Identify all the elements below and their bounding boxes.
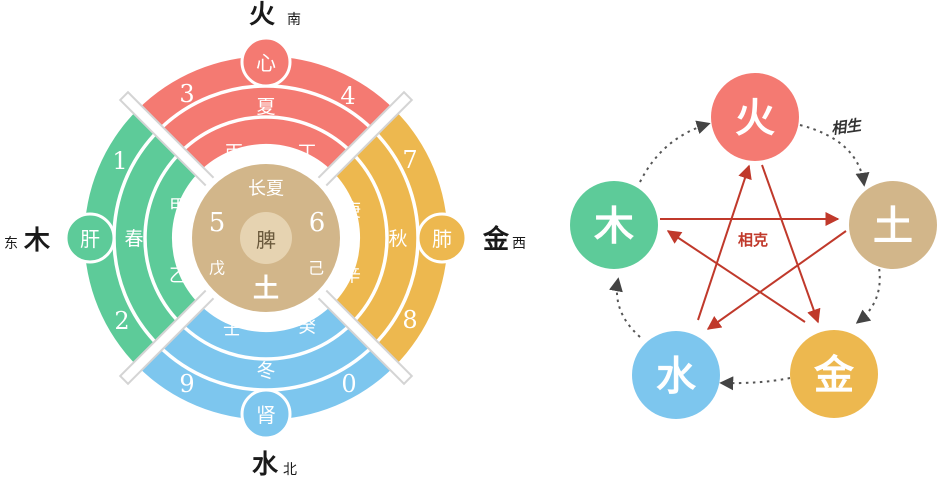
node-fire: [711, 73, 799, 161]
season-spring: 春: [124, 228, 143, 250]
stem-geng: 庚: [343, 201, 361, 222]
stem-bing: 丙: [225, 143, 243, 164]
node-fire-label: 火: [735, 95, 775, 142]
stem-yi: 乙: [169, 266, 187, 287]
kidney-label: 肾: [256, 403, 276, 427]
fire-sector: [137, 56, 395, 172]
heart-label: 心: [256, 51, 276, 75]
num-7: 7: [402, 146, 417, 174]
wood-element: 木: [23, 226, 50, 256]
arrow-wood-fire: [639, 120, 711, 183]
generating-arrows: [609, 120, 881, 391]
stem-xin: 辛: [343, 266, 361, 287]
node-water-label: 水: [656, 353, 697, 400]
water-element: 水: [252, 450, 279, 480]
node-earth: [849, 181, 937, 269]
arrow-fire-metal: [761, 164, 821, 324]
arrow-metal-water: [719, 376, 791, 391]
node-wood: [570, 181, 658, 269]
num-6: 6: [309, 208, 326, 238]
metal-direction: 西: [512, 236, 526, 252]
stem-ji: 己: [308, 259, 324, 278]
node-metal: [790, 330, 878, 418]
node-earth-label: 土: [873, 203, 913, 250]
num-3: 3: [179, 80, 194, 108]
lung-label: 肺: [432, 227, 452, 251]
num-0: 0: [341, 370, 356, 398]
arrow-water-fire: [697, 164, 752, 321]
overcoming-arrows: [660, 164, 847, 330]
center-earth: 土: [253, 274, 279, 304]
liver-badge: [64, 212, 116, 264]
fire-direction: 南: [287, 12, 301, 28]
arrow-earth-water: [706, 230, 847, 330]
water-sector: [137, 304, 395, 420]
node-wood-label: 木: [594, 203, 634, 250]
label-generating: 相生: [830, 116, 864, 138]
arrow-fire-earth: [799, 124, 870, 187]
ring-separator-inner: [143, 115, 389, 361]
fire-element: 火: [249, 0, 275, 30]
wood-direction: 东: [4, 236, 18, 252]
stem-ren: 壬: [223, 319, 241, 340]
spleen-label: 脾: [256, 228, 276, 252]
season-winter: 冬: [256, 360, 275, 382]
num-2: 2: [114, 307, 129, 335]
num-5: 5: [209, 208, 226, 238]
arrow-earth-metal: [855, 261, 881, 324]
node-metal-label: 金: [813, 352, 855, 399]
num-4: 4: [340, 82, 355, 110]
stem-gui: 癸: [298, 317, 316, 338]
season-summer: 夏: [256, 96, 275, 118]
node-water: [632, 331, 720, 419]
spleen-disc: [240, 212, 292, 264]
liver-label: 肝: [80, 227, 100, 251]
label-overcoming: 相克: [738, 231, 768, 249]
arrow-metal-wood: [666, 230, 806, 323]
season-late-summer: 长夏: [248, 179, 284, 200]
wuxing-wheel: 心 肺 肾 肝 夏 秋 冬 春 丙 丁 甲 乙 庚 辛 壬 癸 3 4 1 2 …: [4, 0, 526, 480]
season-autumn: 秋: [388, 228, 407, 250]
metal-element: 金: [482, 224, 510, 255]
kidney-badge: [240, 388, 292, 440]
heart-badge: [240, 36, 292, 88]
water-direction: 北: [283, 462, 297, 478]
stem-wu: 戊: [209, 259, 225, 278]
arrow-water-wood: [609, 277, 641, 338]
num-1: 1: [112, 147, 127, 175]
num-8: 8: [402, 306, 417, 334]
wheel-labels: 心 肺 肾 肝 夏 秋 冬 春 丙 丁 甲 乙 庚 辛 壬 癸 3 4 1 2 …: [80, 51, 452, 427]
metal-sector: [332, 109, 448, 367]
stem-jia: 甲: [169, 197, 187, 218]
num-9: 9: [179, 370, 194, 398]
stem-ding: 丁: [298, 143, 316, 164]
wood-sector: [84, 109, 200, 367]
direction-labels: 火 南 东 木 金 西 水 北: [4, 0, 526, 480]
lung-badge: [416, 212, 468, 264]
wuxing-cycle: 火 土 金 水 木 相生 相克: [570, 73, 937, 419]
node-labels: 火 土 金 水 木: [594, 95, 913, 400]
